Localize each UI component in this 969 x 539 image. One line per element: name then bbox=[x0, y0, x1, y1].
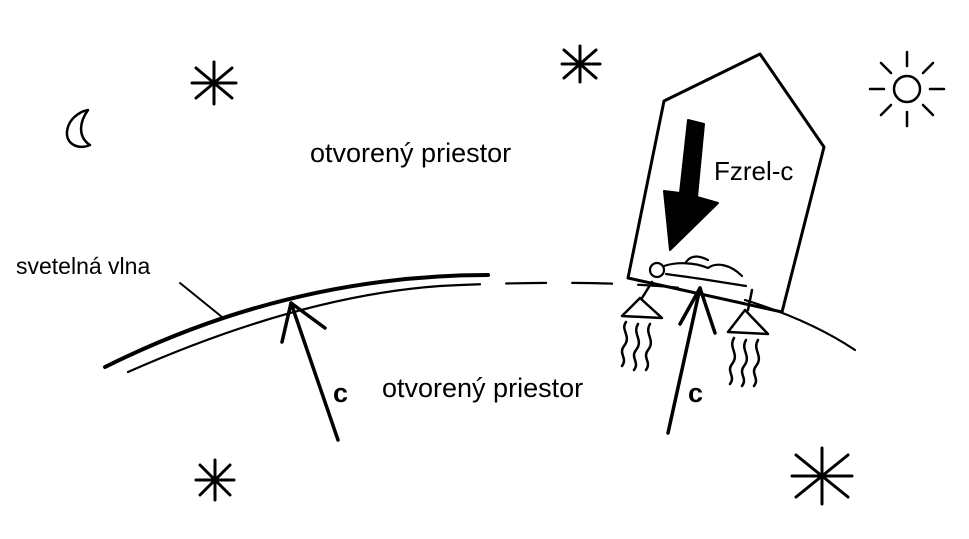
sun-icon bbox=[868, 50, 946, 128]
wave-label-leader bbox=[179, 282, 223, 318]
c-label-left: c bbox=[333, 378, 349, 408]
c-arrow-right bbox=[666, 286, 717, 435]
person-icon bbox=[648, 255, 748, 288]
star-icon bbox=[790, 446, 854, 506]
spaceship-icon bbox=[626, 52, 826, 314]
force-arrow bbox=[663, 119, 719, 251]
open-space-label-top: otvorený priestor bbox=[310, 138, 512, 168]
light-wave-label: svetelná vlna bbox=[16, 253, 151, 279]
thruster-icon bbox=[726, 288, 770, 388]
star-icon bbox=[194, 458, 236, 502]
thruster-icon bbox=[620, 280, 664, 372]
light-wave bbox=[103, 273, 857, 374]
c-label-right: c bbox=[688, 378, 704, 408]
star-icon bbox=[190, 60, 238, 106]
moon-icon bbox=[65, 108, 92, 149]
open-space-label-bottom: otvorený priestor bbox=[382, 373, 584, 403]
star-icon bbox=[560, 44, 602, 84]
force-label: Fzrel-c bbox=[714, 156, 794, 186]
c-arrow-left bbox=[280, 301, 340, 442]
